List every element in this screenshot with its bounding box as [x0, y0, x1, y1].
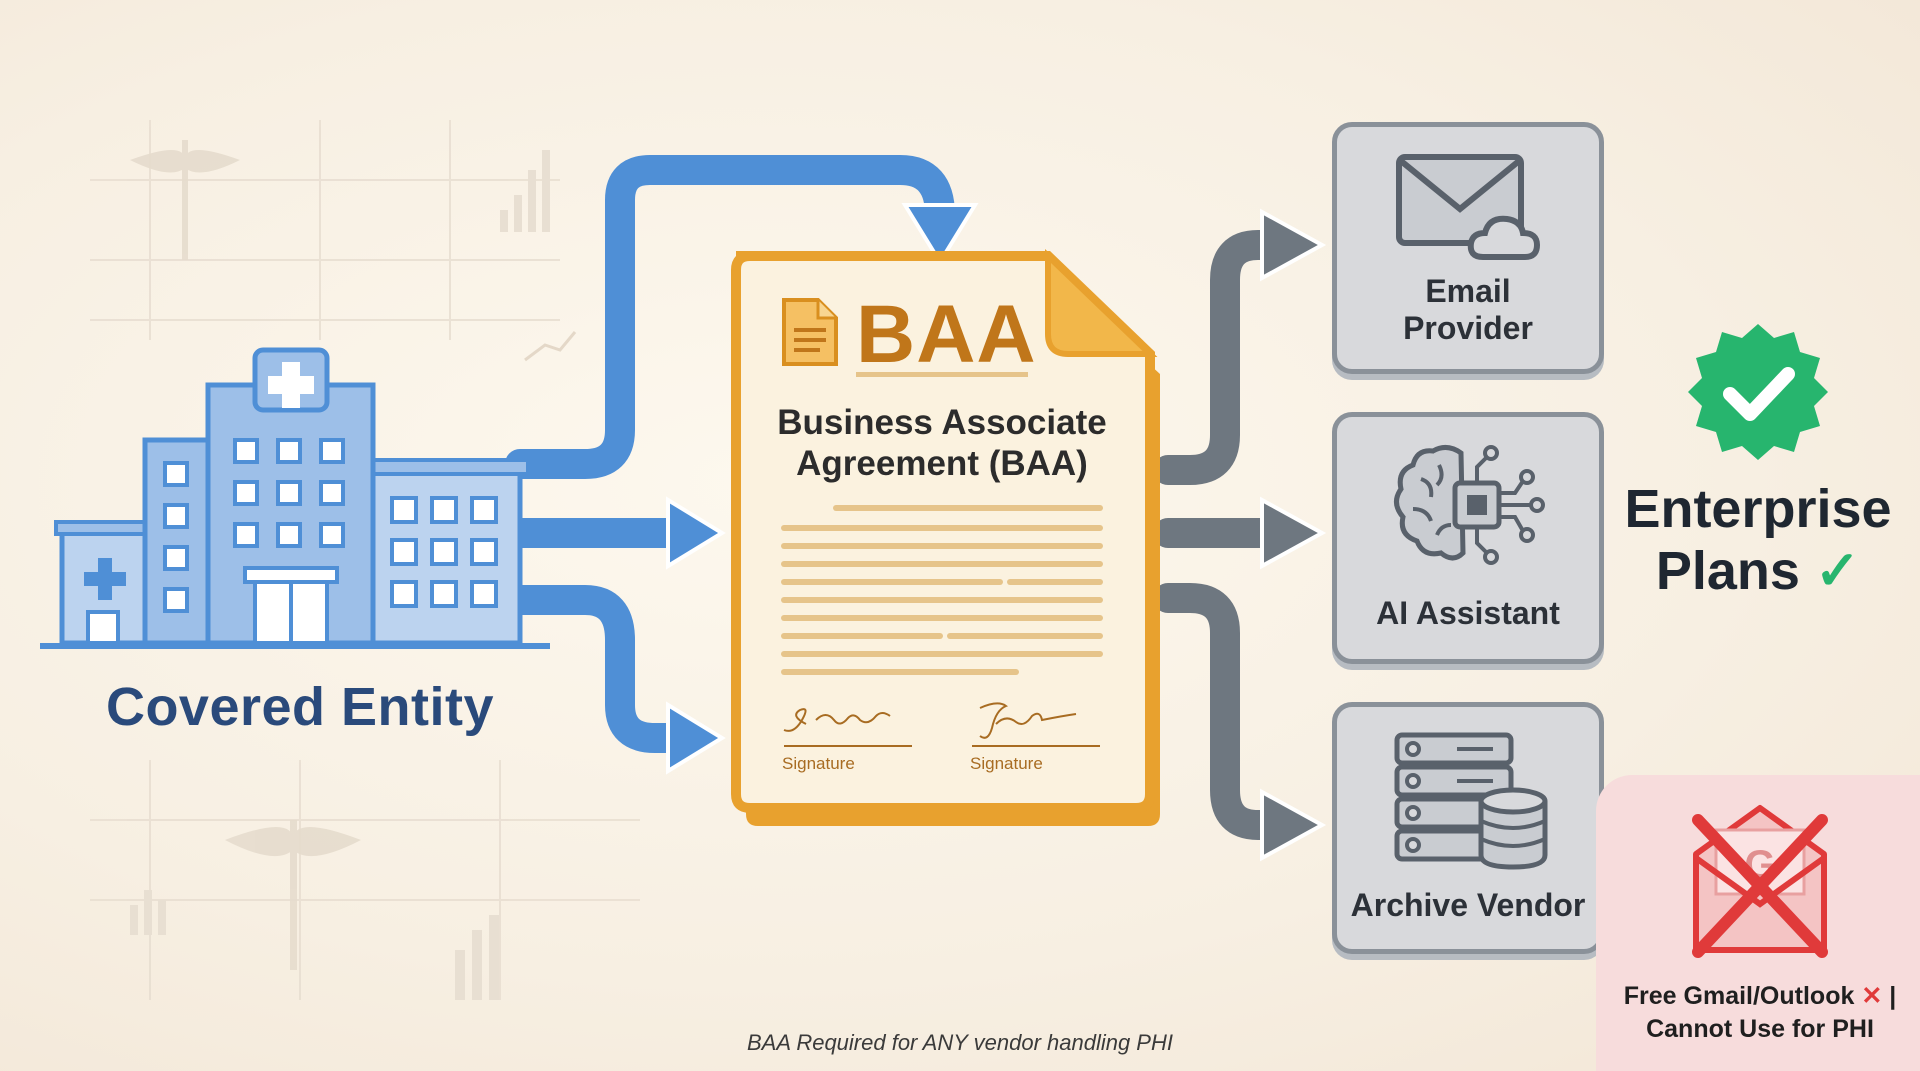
signature-scribble-right [979, 702, 1077, 739]
warning-line2: Cannot Use for PHI [1646, 1015, 1874, 1043]
brain-chip-icon [1394, 445, 1545, 565]
grey-arrow-archive [1153, 583, 1290, 840]
blue-arrow-bottom [505, 585, 695, 753]
grey-arrowhead-ai [1260, 496, 1327, 570]
baa-document [731, 248, 1160, 826]
warning-text: Free Gmail/Outlook ✕ | Cannot Use for PH… [1600, 980, 1920, 1046]
signature-scribble-left [783, 708, 891, 732]
email-cloud-icon [1396, 154, 1541, 260]
baa-subtitle-line1: Business Associate [777, 403, 1107, 442]
vendor-label-email-line2: Provider [1403, 310, 1533, 346]
signature-label-left: Signature [782, 754, 855, 773]
warning-separator: | [1889, 982, 1897, 1010]
blue-arrow-top [505, 155, 955, 479]
covered-entity-label: Covered Entity [105, 677, 495, 737]
server-database-icon [1394, 732, 1548, 870]
vendor-label-ai: AI Assistant [1376, 595, 1560, 631]
gmail-crossed-out-icon: G [1692, 805, 1828, 958]
enterprise-check-icon: ✓ [1814, 541, 1861, 601]
baa-subtitle: Business Associate Agreement (BAA) [762, 402, 1122, 484]
blue-arrowhead-top [901, 203, 979, 266]
warning-x-icon: ✕ [1861, 982, 1883, 1010]
trend-line-decoration-icon [524, 331, 577, 362]
blue-arrowhead-bottom [666, 701, 726, 775]
footnote: BAA Required for ANY vendor handling PHI [747, 1030, 1173, 1055]
verified-check-badge-icon [1688, 324, 1828, 460]
hospital-building-icon [40, 347, 550, 649]
caduceus-icon [130, 140, 361, 970]
enterprise-plans-label: Enterprise Plans ✓ [1608, 478, 1908, 602]
grey-arrowhead-email [1260, 208, 1327, 282]
grey-arrow-email [1153, 230, 1290, 485]
baa-subtitle-line2: Agreement (BAA) [796, 444, 1088, 483]
blue-arrowhead-middle [666, 496, 726, 570]
vendor-label-archive: Archive Vendor [1350, 887, 1586, 923]
document-icon [782, 298, 838, 366]
grey-arrowhead-archive [1260, 788, 1327, 862]
vendor-label-email: Email Provider [1337, 273, 1599, 347]
vendor-card-ai: AI Assistant [1332, 412, 1604, 664]
baa-title-underline [856, 372, 1028, 377]
vendor-card-archive: Archive Vendor [1332, 702, 1604, 954]
warning-line1: Free Gmail/Outlook [1623, 982, 1855, 1010]
baa-title: BAA [856, 289, 1037, 380]
vendor-card-email: Email Provider [1332, 122, 1604, 374]
bar-chart-decoration-icon [130, 150, 550, 1000]
enterprise-line1: Enterprise [1624, 479, 1892, 539]
signature-label-right: Signature [970, 754, 1043, 773]
enterprise-line2: Plans [1655, 541, 1800, 601]
vendor-label-email-line1: Email [1425, 273, 1511, 309]
